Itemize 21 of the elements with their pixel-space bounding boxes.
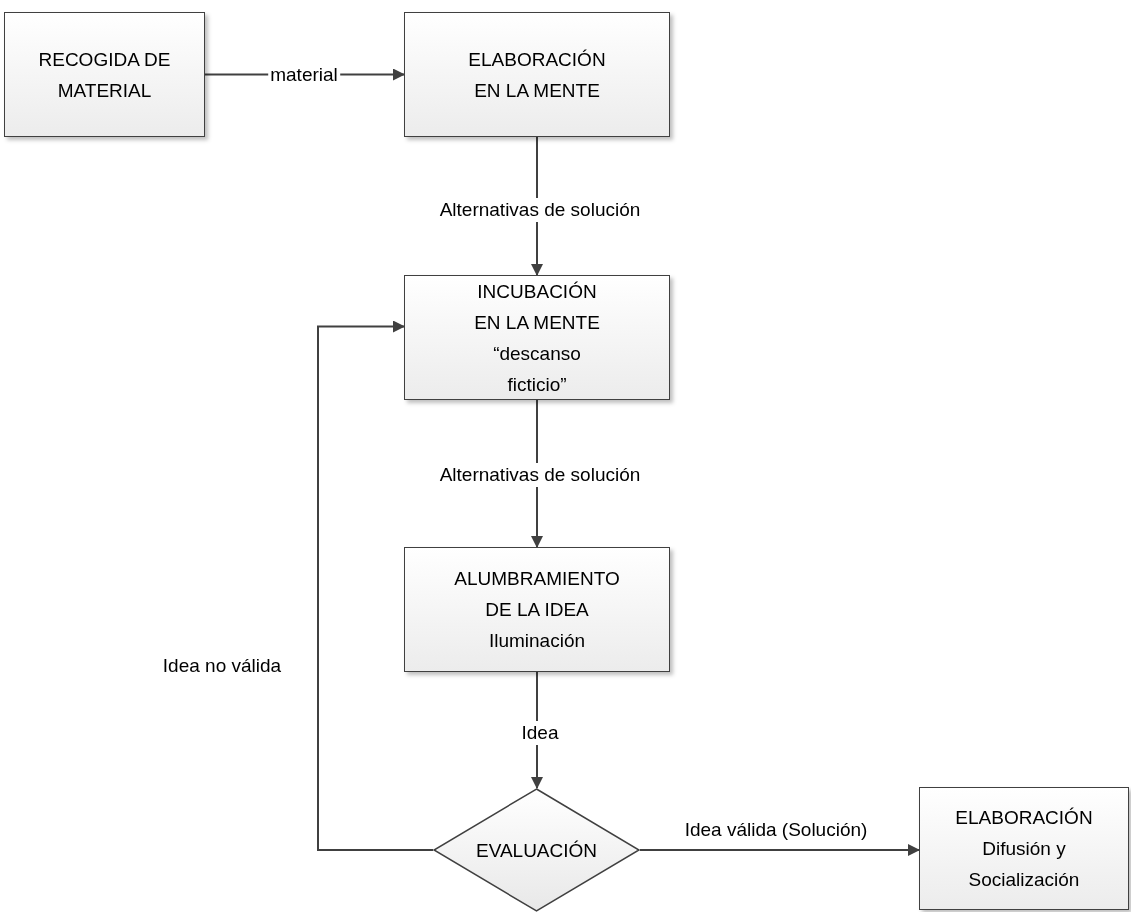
node-text: EVALUACIÓN [475, 838, 598, 863]
process-box [404, 275, 670, 400]
process-box [4, 12, 205, 137]
process-box [404, 547, 670, 672]
edge-label: Alternativas de solución [437, 198, 643, 222]
node-text: Iluminación [488, 629, 586, 653]
node-text: RECOGIDA DE MATERIAL [37, 47, 172, 103]
node-text: Difusión y Socialización [967, 837, 1081, 892]
edge-label: Idea no válida [161, 654, 283, 678]
node-text: ELABORACIÓN EN LA MENTE [467, 47, 607, 103]
process-box [919, 787, 1129, 910]
arrow [639, 844, 920, 856]
arrow [317, 320, 434, 851]
edge-label: Alternativas de solución [437, 463, 643, 487]
node-text: ALUMBRAMIENTO DE LA IDEA [453, 567, 621, 622]
edge-label: Idea válida (Solución) [683, 818, 869, 842]
node-text: “descanso ficticio” [492, 341, 582, 397]
node-text: ELABORACIÓN [955, 806, 1093, 830]
node-text: INCUBACIÓN EN LA MENTE [473, 279, 601, 335]
process-box [404, 12, 670, 137]
decision-diamond [433, 788, 640, 912]
